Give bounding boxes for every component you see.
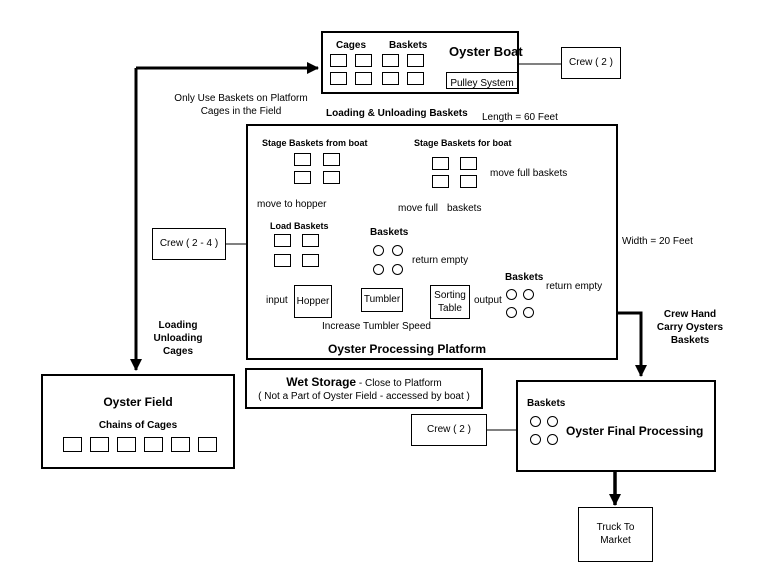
field-cage	[90, 437, 109, 452]
hopper-label: Hopper	[296, 296, 330, 307]
stage-for-boat-label: Stage Baskets for boat	[414, 138, 512, 148]
baskets-right-label: Baskets	[505, 272, 544, 283]
boat-cage	[330, 54, 347, 67]
crew-hand-line2: Carry Oysters	[656, 322, 724, 333]
baskets-word-label: baskets	[447, 203, 482, 214]
boat-cages-label: Cages	[336, 40, 367, 51]
basket-circle	[392, 264, 403, 275]
pulley-system-label: Pulley System	[450, 78, 514, 89]
pulley-system-box: Pulley System	[446, 72, 518, 89]
loading-cages-line2: Unloading	[153, 333, 203, 344]
staged-basket	[294, 153, 311, 166]
input-label: input	[266, 295, 288, 306]
final-basket-circle	[530, 434, 541, 445]
loading-unloading-baskets-label: Loading & Unloading Baskets	[326, 108, 468, 119]
boat-basket	[382, 72, 399, 85]
boat-basket	[382, 54, 399, 67]
field-title: Oyster Field	[103, 395, 173, 409]
basket-circle	[373, 264, 384, 275]
final-processing-box	[516, 380, 716, 472]
crew-boat-label: Crew ( 2 )	[569, 57, 613, 68]
final-basket-circle	[530, 416, 541, 427]
boat-cage	[355, 54, 372, 67]
wet-storage-box	[245, 368, 483, 409]
boat-cage	[330, 72, 347, 85]
load-basket	[274, 254, 291, 267]
wet-storage-line1: Wet Storage - Close to Platform	[245, 376, 483, 390]
output-basket-circle	[523, 307, 534, 318]
move-full-baskets-label: move full baskets	[490, 168, 568, 179]
final-basket-circle	[547, 416, 558, 427]
load-basket	[274, 234, 291, 247]
chains-label: Chains of Cages	[98, 420, 178, 431]
platform-note-line2: Cages in the Field	[200, 106, 282, 117]
wet-storage-title: Wet Storage	[286, 375, 357, 389]
sorting-label: Sorting	[434, 290, 466, 301]
platform-note-line1: Only Use Baskets on Platform	[174, 93, 308, 104]
crew-platform-label: Crew ( 2 - 4 )	[159, 238, 219, 249]
tumbler-box: Tumbler	[361, 288, 403, 312]
boat-basket	[407, 54, 424, 67]
return-empty-mid-label: return empty	[412, 255, 469, 266]
length-label: Length = 60 Feet	[482, 112, 558, 123]
tumbler-label: Tumbler	[363, 294, 401, 305]
load-basket	[302, 254, 319, 267]
load-baskets-label: Load Baskets	[270, 221, 329, 231]
boat-baskets-label: Baskets	[389, 40, 428, 51]
boat-title: Oyster Boat	[449, 44, 523, 59]
final-basket-circle	[547, 434, 558, 445]
return-empty-right-label: return empty	[546, 281, 603, 292]
hopper-box: Hopper	[294, 285, 332, 318]
truck-line2: Market	[600, 535, 631, 546]
oyster-field-box	[41, 374, 235, 469]
staged-basket-for-boat	[460, 175, 477, 188]
truck-box	[578, 507, 653, 562]
field-cage	[171, 437, 190, 452]
wet-storage-line2: ( Not a Part of Oyster Field - accessed …	[258, 391, 470, 402]
crew-hand-line1: Crew Hand	[663, 309, 717, 320]
staged-basket-for-boat	[460, 157, 477, 170]
move-to-hopper-label: move to hopper	[257, 199, 327, 210]
baskets-mid-label: Baskets	[370, 227, 409, 238]
staged-basket	[294, 171, 311, 184]
basket-circle	[373, 245, 384, 256]
crew-final-label: Crew ( 2 )	[427, 424, 471, 435]
crew-platform-box: Crew ( 2 - 4 )	[152, 228, 226, 260]
stage-from-boat-label: Stage Baskets from boat	[262, 138, 368, 148]
platform-title: Oyster Processing Platform	[328, 342, 487, 356]
field-cage	[144, 437, 163, 452]
staged-basket-for-boat	[432, 175, 449, 188]
output-label: output	[474, 295, 502, 306]
staged-basket-for-boat	[432, 157, 449, 170]
output-basket-circle	[523, 289, 534, 300]
loading-cages-line3: Cages	[162, 346, 193, 357]
boat-cage	[355, 72, 372, 85]
staged-basket	[323, 153, 340, 166]
field-cage	[117, 437, 136, 452]
load-basket	[302, 234, 319, 247]
sorting-table-box	[430, 285, 470, 319]
crew-boat-box: Crew ( 2 )	[561, 47, 621, 79]
loading-cages-line1: Loading	[158, 320, 198, 331]
move-full-label: move full	[398, 203, 439, 214]
crew-final-box: Crew ( 2 )	[411, 414, 487, 446]
crew-hand-line3: Baskets	[670, 335, 710, 346]
final-title: Oyster Final Processing	[566, 424, 704, 438]
basket-circle	[392, 245, 403, 256]
field-cage	[198, 437, 217, 452]
table-label: Table	[438, 303, 462, 314]
final-baskets-label: Baskets	[527, 398, 566, 409]
width-label: Width = 20 Feet	[622, 236, 693, 247]
output-basket-circle	[506, 307, 517, 318]
staged-basket	[323, 171, 340, 184]
wet-storage-subtitle: - Close to Platform	[356, 378, 442, 389]
boat-basket	[407, 72, 424, 85]
field-cage	[63, 437, 82, 452]
output-basket-circle	[506, 289, 517, 300]
increase-tumbler-speed-label: Increase Tumbler Speed	[322, 321, 431, 332]
truck-line1: Truck To	[596, 522, 635, 533]
